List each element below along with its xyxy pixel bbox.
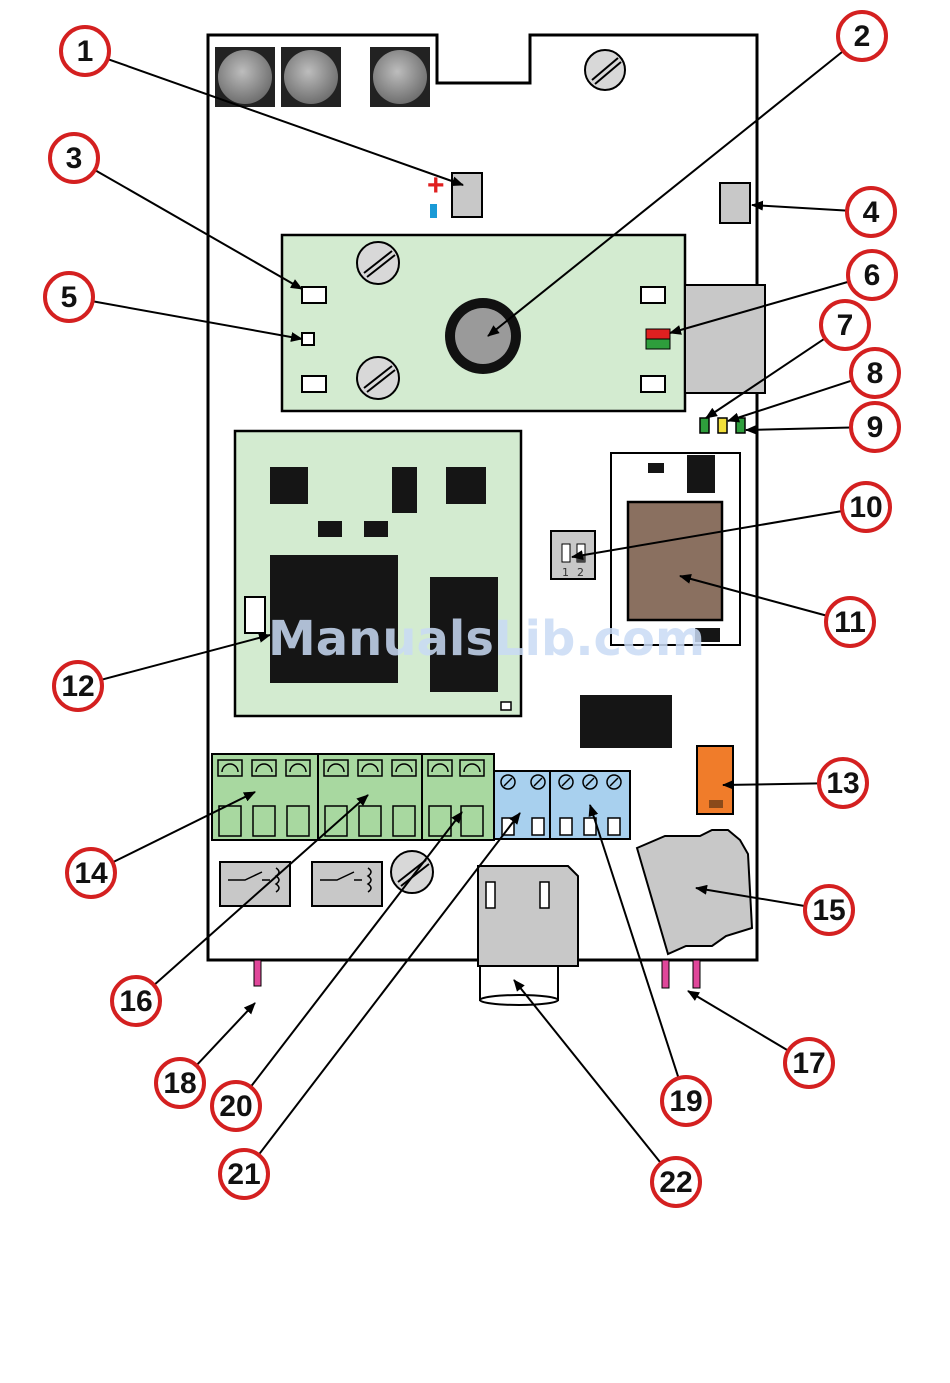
terminal-screw[interactable]	[392, 760, 416, 776]
module-chip-c	[446, 467, 486, 504]
led-7-green	[700, 418, 709, 433]
callout-number-17: 17	[792, 1047, 825, 1080]
pin-17a	[662, 960, 669, 988]
callout-number-13: 13	[826, 767, 859, 800]
terminal-wire-slot[interactable]	[359, 806, 381, 836]
leader-line-18	[196, 1003, 255, 1065]
callout-number-16: 16	[119, 985, 152, 1018]
callout-number-11: 11	[834, 606, 866, 639]
leader-line-9	[746, 428, 851, 430]
led-9-green	[736, 418, 745, 433]
callout-number-6: 6	[864, 259, 881, 292]
terminal-screw[interactable]	[428, 760, 452, 776]
terminal-wire-slot[interactable]	[560, 818, 572, 835]
fuse-13	[697, 746, 733, 814]
leader-line-22	[514, 980, 661, 1163]
module-chip-e	[364, 521, 388, 537]
capacitor-left	[215, 47, 275, 107]
power-chip	[580, 695, 672, 748]
leader-line-4	[752, 205, 847, 211]
relay-11	[628, 502, 722, 620]
callout-number-15: 15	[812, 894, 845, 927]
module-chip-a	[270, 467, 308, 504]
callout-number-20: 20	[219, 1090, 252, 1123]
terminal-wire-slot[interactable]	[532, 818, 544, 835]
module-screw-top	[357, 242, 399, 284]
callout-number-14: 14	[74, 857, 108, 890]
relay-chip-small	[648, 463, 664, 473]
capacitor-right	[370, 47, 430, 107]
callout-number-9: 9	[867, 411, 884, 444]
relay-symbol-left	[220, 862, 290, 906]
terminal-wire-slot[interactable]	[219, 806, 241, 836]
callout-number-19: 19	[669, 1085, 702, 1118]
callout-number-22: 22	[659, 1166, 692, 1199]
module-chip-b	[392, 467, 417, 513]
terminal-wire-slot[interactable]	[502, 818, 514, 835]
antenna-connector-22	[478, 866, 578, 1005]
terminal-screw[interactable]	[252, 760, 276, 776]
watermark: ManualsLib.com	[268, 611, 705, 667]
callout-number-1: 1	[77, 35, 94, 68]
terminal-wire-slot[interactable]	[287, 806, 309, 836]
capacitor-middle	[281, 47, 341, 107]
polarity-minus-sign	[430, 204, 437, 218]
module-pad-tr	[641, 287, 665, 303]
connector-4	[720, 183, 750, 223]
blue-terminal-blocks	[494, 771, 630, 839]
module-pad-tl	[302, 287, 326, 303]
terminal-wire-slot[interactable]	[608, 818, 620, 835]
module-pad-small	[245, 597, 265, 633]
terminal-wire-slot[interactable]	[461, 806, 483, 836]
terminal-screw[interactable]	[358, 760, 382, 776]
terminal-wire-slot[interactable]	[393, 806, 415, 836]
callout-number-12: 12	[61, 670, 94, 703]
dip-pin-label-2: 2	[577, 566, 584, 579]
leader-line-17	[688, 991, 788, 1051]
terminal-screw[interactable]	[218, 760, 242, 776]
pin-18	[254, 960, 261, 986]
callout-number-5: 5	[61, 281, 78, 314]
led-8-yellow	[718, 418, 727, 433]
callout-number-3: 3	[66, 142, 83, 175]
module-chip-d	[318, 521, 342, 537]
callout-number-21: 21	[227, 1158, 260, 1191]
callout-number-4: 4	[863, 196, 880, 229]
callout-number-2: 2	[854, 20, 871, 53]
relay-chip-tall	[687, 455, 715, 493]
callout-number-7: 7	[837, 309, 854, 342]
terminal-screw[interactable]	[324, 760, 348, 776]
test-point-5	[302, 333, 314, 345]
power-connector-1	[452, 173, 482, 217]
mounting-screw-top	[585, 50, 625, 90]
pin-17b	[693, 960, 700, 988]
dip-pin-label-1: 1	[562, 566, 569, 579]
callout-number-10: 10	[849, 491, 882, 524]
bicolor-led-6	[646, 329, 670, 349]
module-corner-mark	[501, 702, 511, 710]
module-screw-bottom	[357, 357, 399, 399]
green-terminal-blocks	[212, 754, 494, 840]
terminal-screw[interactable]	[286, 760, 310, 776]
side-connector	[685, 285, 765, 393]
module-pad-bl	[302, 376, 326, 392]
terminal-wire-slot[interactable]	[253, 806, 275, 836]
module-pad-br	[641, 376, 665, 392]
callout-number-18: 18	[163, 1067, 196, 1100]
encoder-knob-2	[445, 298, 521, 374]
relay-symbol-right	[312, 862, 382, 906]
callout-number-8: 8	[867, 357, 884, 390]
terminal-screw[interactable]	[460, 760, 484, 776]
